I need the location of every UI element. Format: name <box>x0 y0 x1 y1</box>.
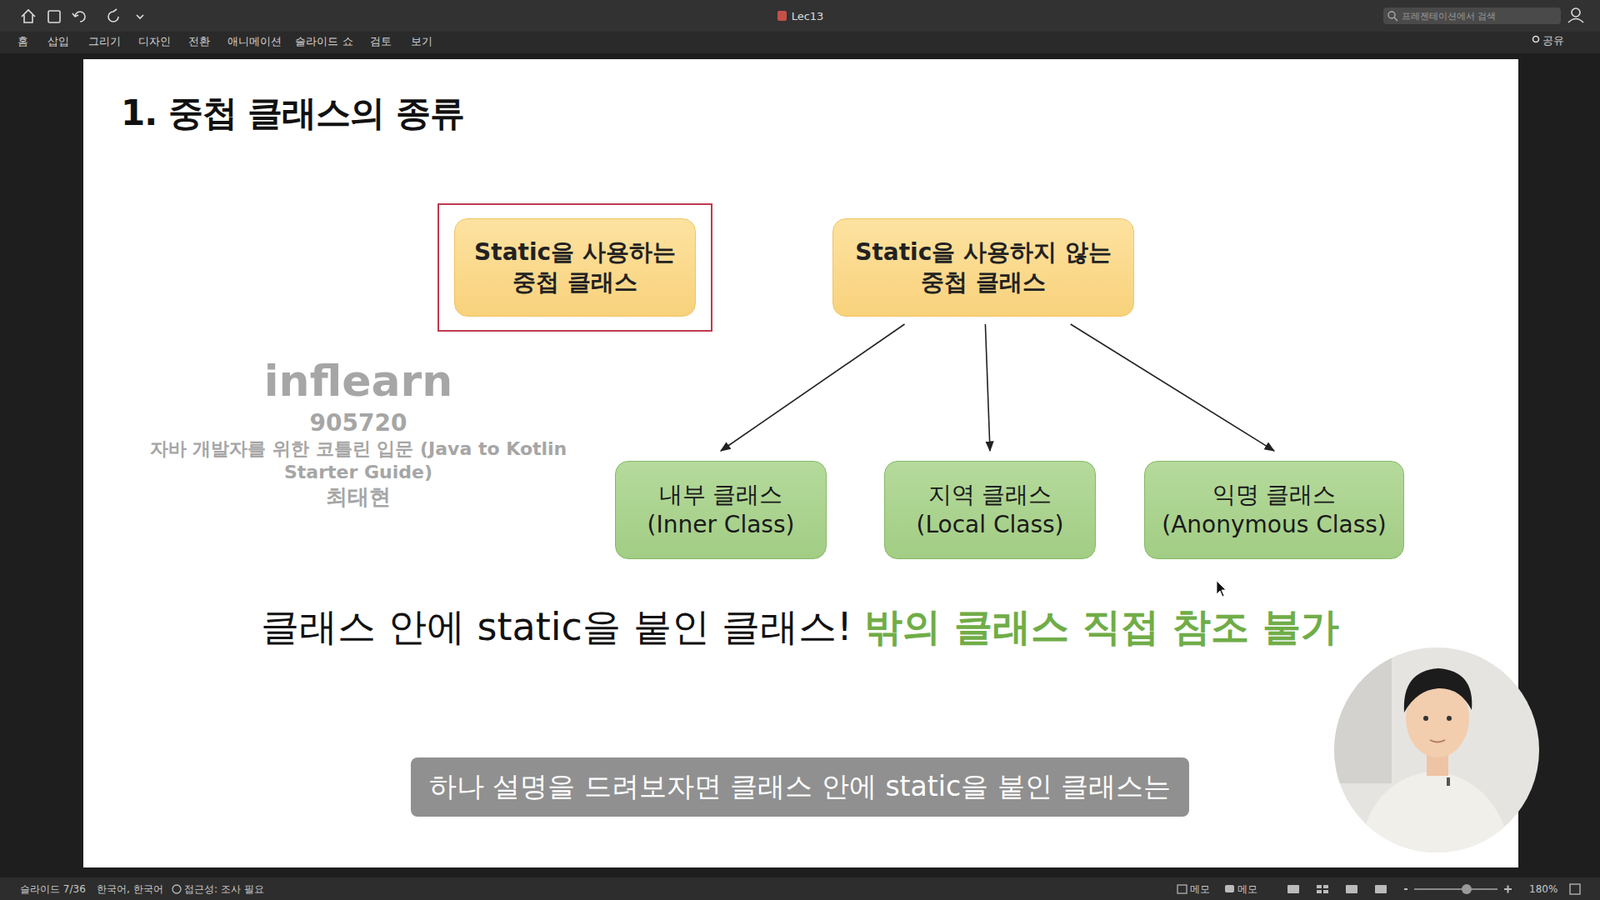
status-icons <box>172 884 1580 895</box>
chair <box>1333 650 1392 784</box>
home-icon <box>21 10 35 23</box>
view-icon <box>1287 885 1300 894</box>
category-box: Static을 사용하지 않는 중첩 클래스 <box>832 218 1135 317</box>
eye <box>1446 715 1452 721</box>
zipper <box>1446 777 1450 786</box>
accessibility-icon <box>172 885 181 894</box>
reading-icon <box>1345 885 1358 894</box>
menu-item: 검토 <box>370 34 392 50</box>
class-box: 익명 클래스 (Anonymous Class) <box>1144 460 1405 560</box>
more-icon <box>136 15 144 19</box>
zoom-out <box>1404 888 1408 890</box>
zoom-in <box>1507 885 1510 894</box>
presenter-video <box>1333 647 1540 859</box>
menu-item: 디자인 <box>138 34 171 50</box>
status-text: 한국어, 한국어 <box>96 882 164 897</box>
zoom-level: 180% <box>1529 883 1558 895</box>
status-text: 슬라이드 7/36 <box>20 882 86 897</box>
notes-icon <box>1177 885 1187 894</box>
highlight-frame <box>438 204 712 331</box>
status-text: 접근성: 조사 필요 <box>184 882 265 897</box>
file-name: Lec13 <box>791 10 825 23</box>
redo-icon <box>108 9 119 22</box>
save-icon <box>48 10 60 23</box>
slide-title: 1. 중첩 클래스의 종류 <box>120 90 465 137</box>
hair <box>1404 668 1473 713</box>
grid-icon <box>1323 885 1329 889</box>
menu-item: 슬라이드 쇼 <box>295 34 353 50</box>
slide-highlight: 밖의 클래스 직접 참조 불가 <box>864 601 1340 654</box>
fit-icon <box>1570 884 1580 895</box>
node-text: 지역 클래스 (Local Class) <box>915 480 1065 540</box>
slide-sentence: 클래스 안에 static을 붙인 클래스!밖의 클래스 직접 참조 불가 <box>0 601 1600 654</box>
slideshow-icon <box>1375 885 1387 894</box>
undo-icon <box>72 11 85 22</box>
menu-item: 홈 <box>17 34 29 50</box>
menu-item: 애니메이션 <box>227 34 282 50</box>
sweater <box>1358 770 1513 859</box>
zoom-slider <box>1414 888 1498 890</box>
node-text: Static을 사용하는 중첩 클래스 <box>474 237 676 298</box>
connector-arrow <box>1070 324 1275 451</box>
share-button: 공유 <box>1542 33 1565 49</box>
slide-sentence: 클래스 안에 static을 붙인 클래스! <box>260 601 852 654</box>
comment-icon <box>1225 885 1235 893</box>
watermark-id: 905720 <box>116 408 600 438</box>
mouse-cursor <box>1216 580 1226 597</box>
eye <box>1423 715 1429 721</box>
status-text: 메모 <box>1237 882 1258 897</box>
file-icon <box>777 10 787 21</box>
watermark-author: 최태현 <box>116 483 600 511</box>
watermark-course: 자바 개발자를 위한 코틀린 입문 (Java to Kotlin Starte… <box>116 437 600 484</box>
account-icon <box>1571 8 1580 17</box>
search-icon <box>1388 11 1395 19</box>
share-icon <box>1533 36 1540 43</box>
class-box: 지역 클래스 (Local Class) <box>884 460 1096 560</box>
search-box <box>1383 7 1561 25</box>
subtitle-text: 하나 설명을 드려보자면 클래스 안에 static을 붙인 클래스는 <box>429 768 1171 806</box>
mouth <box>1430 740 1445 743</box>
menu-item: 보기 <box>410 34 433 50</box>
zoom-thumb <box>1461 884 1472 895</box>
status-text: 메모 <box>1190 882 1210 897</box>
class-box: 내부 클래스 (Inner Class) <box>615 460 827 560</box>
node-text: Static을 사용하지 않는 중첩 클래스 <box>850 237 1117 298</box>
connector-arrow <box>985 324 990 451</box>
grid-icon <box>1323 890 1329 894</box>
node-text: 내부 클래스 (Inner Class) <box>645 480 796 540</box>
category-box: Static을 사용하는 중첩 클래스 <box>454 218 696 317</box>
subtitle-box: 하나 설명을 드려보자면 클래스 안에 static을 붙인 클래스는 <box>410 757 1190 817</box>
grid-icon <box>1316 890 1322 894</box>
connector-arrow <box>720 324 905 451</box>
menu-item: 전환 <box>188 34 210 50</box>
menu-item: 삽입 <box>47 34 70 50</box>
grid-icon <box>1316 885 1322 889</box>
search-placeholder: 프레젠테이션에서 검색 <box>1401 10 1497 23</box>
node-text: 익명 클래스 (Anonymous Class) <box>1160 480 1388 540</box>
menu-item: 그리기 <box>88 34 121 50</box>
watermark-logo: inflearn <box>116 354 600 409</box>
search-icon <box>1394 17 1398 21</box>
watermark: inflearn905720자바 개발자를 위한 코틀린 입문 (Java to… <box>116 354 600 511</box>
account-icon <box>1568 19 1584 24</box>
